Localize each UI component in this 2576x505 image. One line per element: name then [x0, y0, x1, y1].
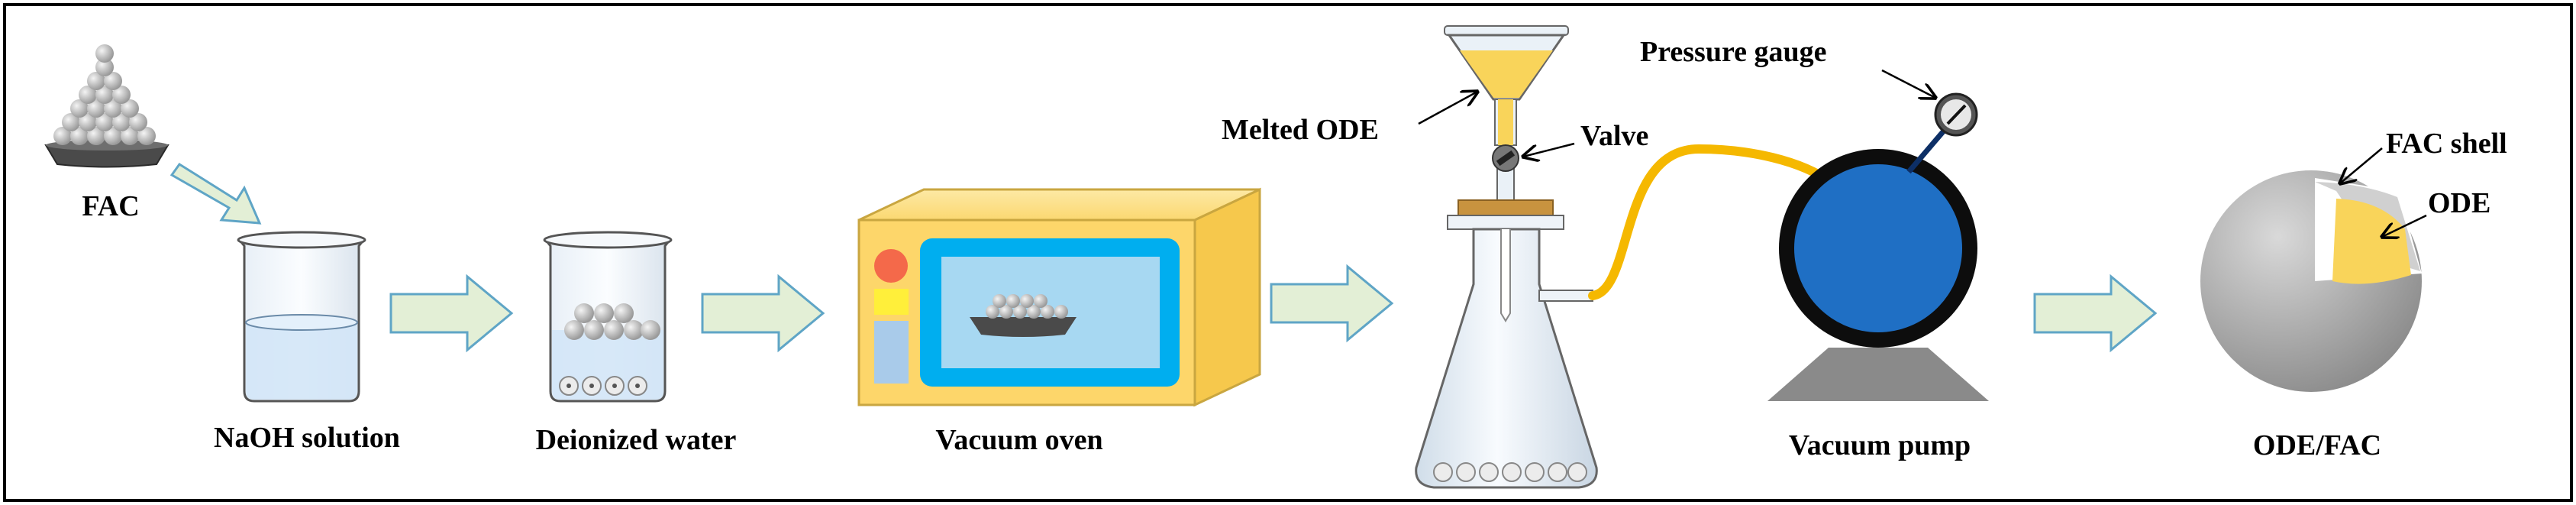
beaker-naoh	[237, 231, 366, 403]
particles-floating	[564, 303, 660, 340]
fac-dish	[44, 44, 169, 168]
arrow-valve	[1523, 142, 1575, 157]
label-vacuum-oven: Vacuum oven	[935, 424, 1102, 456]
vacuum-pump	[1767, 122, 1989, 401]
beaker-water	[543, 231, 673, 403]
oven-yellow-panel	[874, 289, 909, 315]
label-naoh-solution: NaOH solution	[214, 422, 400, 454]
oven-dish	[970, 294, 1077, 337]
vacuum-oven	[857, 187, 1261, 407]
flow-arrow-4	[2033, 274, 2158, 353]
label-melted-ode: Melted ODE	[1222, 114, 1379, 146]
separatory-funnel	[1444, 25, 1569, 203]
arrow-ode	[2382, 214, 2427, 237]
label-fac-shell: FAC shell	[2386, 128, 2507, 160]
flow-arrow-2	[701, 274, 825, 353]
pump-stand	[1767, 348, 1989, 401]
arrow-fac-shell	[2340, 147, 2383, 183]
fac-particles	[53, 44, 156, 145]
pressure-gauge-icon	[1934, 92, 1978, 137]
particles-sunk	[559, 376, 647, 396]
flow-arrow-3	[1270, 264, 1394, 343]
flow-arrow-diagonal	[169, 162, 262, 225]
label-pressure-gauge: Pressure gauge	[1640, 36, 1827, 68]
flow-arrow-1	[389, 274, 514, 353]
label-valve: Valve	[1580, 120, 1648, 152]
arrow-melted-ode	[1418, 92, 1477, 125]
label-deionized-water: Deionized water	[536, 424, 737, 456]
valve-icon[interactable]	[1492, 144, 1519, 172]
label-ode-fac: ODE/FAC	[2253, 429, 2381, 461]
label-fac: FAC	[82, 190, 139, 222]
outer-border	[3, 3, 2573, 502]
ode-fac-sphere	[2200, 170, 2422, 392]
filter-flask	[1415, 199, 1598, 489]
arrow-pressure-gauge	[1881, 69, 1935, 98]
label-ode: ODE	[2428, 187, 2490, 219]
vacuum-tube	[1588, 144, 1837, 300]
oven-indicator-light	[874, 249, 908, 283]
oven-control-panel	[874, 321, 909, 384]
label-vacuum-pump: Vacuum pump	[1789, 429, 1971, 461]
flask-particles	[1433, 462, 1587, 482]
